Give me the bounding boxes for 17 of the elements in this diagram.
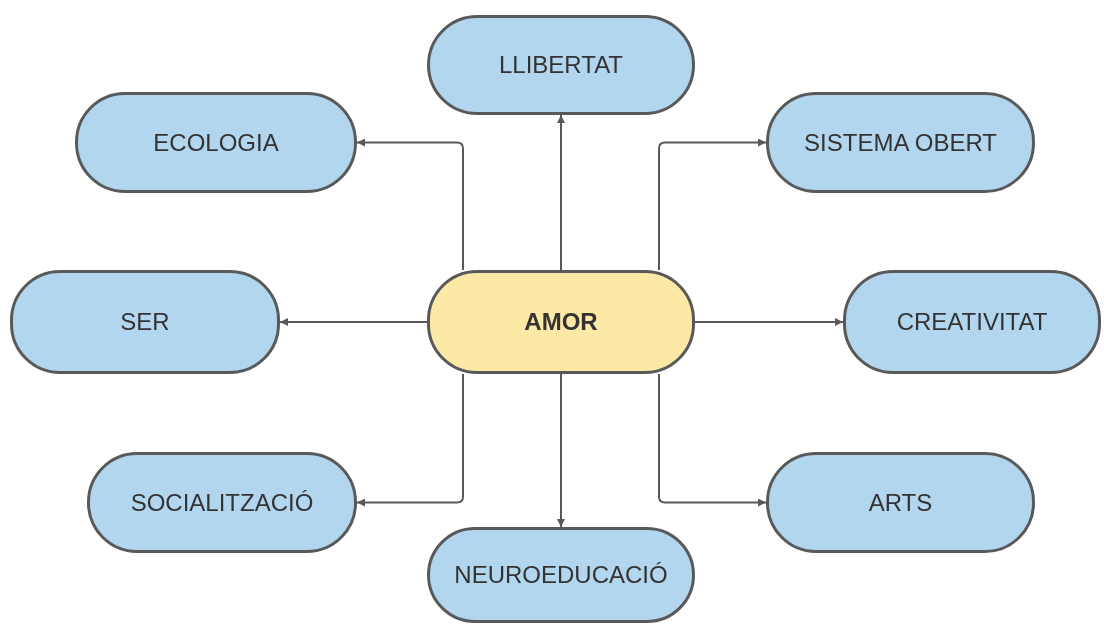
node-label: SISTEMA OBERT (804, 128, 997, 157)
node-label: SER (120, 308, 170, 336)
node-label: AMOR (524, 308, 598, 336)
arrow (356, 138, 464, 271)
node-label: ECOLOGIA (153, 128, 279, 157)
arrow (356, 373, 464, 507)
arrow (694, 318, 844, 326)
node-label: LLIBERTAT (498, 51, 623, 79)
node-label: NEUROEDUCACIÓ (454, 561, 668, 589)
arrow (557, 373, 565, 528)
node-label: CREATIVITAT (896, 308, 1048, 336)
node-label: ARTS (868, 488, 933, 517)
arrow (658, 373, 767, 507)
node-label: SOCIALITZACIÓ (130, 488, 314, 517)
arrow (557, 114, 565, 271)
arrow (279, 318, 428, 326)
arrow (658, 138, 767, 271)
